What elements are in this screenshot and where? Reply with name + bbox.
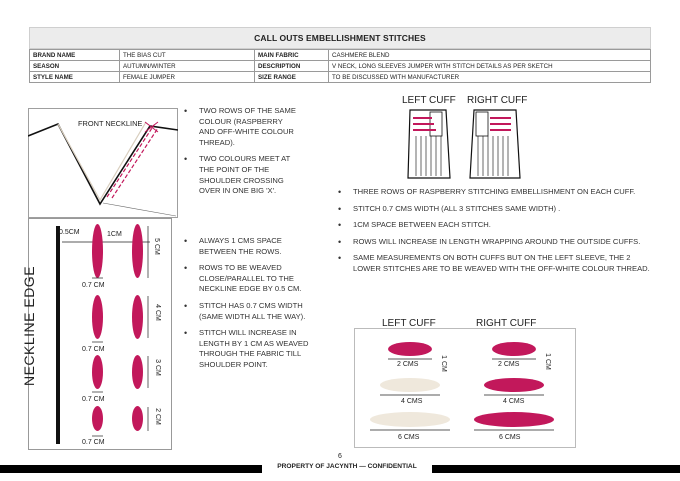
stitch-row3-left <box>92 355 103 389</box>
length-label-5: 5 CM <box>152 238 160 255</box>
list-item: ROWS TO BE WEAVED CLOSE/PARALLEL TO THE … <box>184 263 311 295</box>
stitch-row4-left <box>92 406 103 431</box>
footer-text: PROPERTY OF JACYNTH — CONFIDENTIAL <box>277 463 417 470</box>
main-fabric-key: MAIN FABRIC <box>254 49 329 61</box>
stitch-notes: ALWAYS 1 CMS SPACE BETWEEN THE ROWS. ROW… <box>184 236 311 377</box>
size-range-key: SIZE RANGE <box>254 71 329 83</box>
right-length-3: 6 CMS <box>499 434 521 441</box>
width-label-3: 0.7 CM <box>82 396 105 403</box>
width-label-1: 0.7 CM <box>82 282 105 289</box>
cuff-notes: THREE ROWS OF RASPBERRY STITCHING EMBELL… <box>338 187 653 281</box>
front-neckline-label: FRONT NECKLINE <box>78 119 143 128</box>
list-item: STITCH 0.7 CMS WIDTH (ALL 3 STITCHES SAM… <box>338 204 653 215</box>
left-length-3: 6 CMS <box>398 434 420 441</box>
table-row: SEASON AUTUMN/WINTER DESCRIPTION V NECK,… <box>29 60 651 72</box>
stitch-row1-left <box>92 224 103 278</box>
offset-label: 0.5CM <box>59 229 80 236</box>
stitch-row1-right <box>132 224 143 278</box>
length-label-2: 2 CM <box>153 408 161 425</box>
width-ticks <box>92 277 103 437</box>
length-label-4: 4 CM <box>153 304 161 321</box>
right-cuff-stitch-3 <box>474 412 554 427</box>
length-label-3: 3 CM <box>153 359 161 376</box>
season-key: SEASON <box>29 60 120 72</box>
spec-header: CALL OUTS EMBELLISHMENT STITCHES BRAND N… <box>29 27 651 83</box>
left-cuff-stitch-2 <box>380 378 440 392</box>
right-cuff-stitch-1 <box>492 342 536 356</box>
spec-table: BRAND NAME THE BIAS CUT MAIN FABRIC CASH… <box>29 49 651 83</box>
left-width-label: 1 CM <box>439 355 447 372</box>
stitch-diagram <box>28 218 172 450</box>
stitch-row2-left <box>92 295 103 339</box>
sheet-title: CALL OUTS EMBELLISHMENT STITCHES <box>29 27 651 49</box>
neckline-edge-label: NECKLINE EDGE <box>21 265 37 387</box>
size-range-value: TO BE DISCUSSED WITH MANUFACTURER <box>328 71 651 83</box>
table-row: BRAND NAME THE BIAS CUT MAIN FABRIC CASH… <box>29 49 651 61</box>
season-value: AUTUMN/WINTER <box>119 60 255 72</box>
list-item: STITCH HAS 0.7 CMS WIDTH (SAME WIDTH ALL… <box>184 301 311 322</box>
neckline-edge-line <box>56 226 60 444</box>
right-cuff-stitch-2 <box>484 378 544 392</box>
cuff-sketch-right-label: RIGHT CUFF <box>467 95 528 106</box>
left-length-1: 2 CMS <box>397 361 419 368</box>
page-number: 6 <box>338 453 342 460</box>
left-cuff-stitch-1 <box>388 342 432 356</box>
cuff-sketch <box>407 109 521 179</box>
cuff-dimension-lines <box>370 358 554 431</box>
footer-bar-left <box>0 465 262 473</box>
stitch-row4-right <box>132 406 143 431</box>
length-brackets <box>147 226 149 431</box>
style-name-key: STYLE NAME <box>29 71 120 83</box>
list-item: THREE ROWS OF RASPBERRY STITCHING EMBELL… <box>338 187 653 198</box>
cuff-diagram-right-label: RIGHT CUFF <box>476 318 537 329</box>
right-length-2: 4 CMS <box>503 398 525 405</box>
right-width-label: 1 CM <box>543 353 551 370</box>
list-item: SAME MEASUREMENTS ON BOTH CUFFS BUT ON T… <box>338 253 653 274</box>
brand-name-value: THE BIAS CUT <box>119 49 255 61</box>
main-fabric-value: CASHMERE BLEND <box>328 49 651 61</box>
right-length-1: 2 CMS <box>498 361 520 368</box>
footer-bar-right <box>432 465 680 473</box>
description-value: V NECK, LONG SLEEVES JUMPER WITH STITCH … <box>328 60 651 72</box>
cuff-sketch-left-label: LEFT CUFF <box>402 95 456 106</box>
brand-name-key: BRAND NAME <box>29 49 120 61</box>
list-item: ALWAYS 1 CMS SPACE BETWEEN THE ROWS. <box>184 236 311 257</box>
description-key: DESCRIPTION <box>254 60 329 72</box>
left-cuff-stitch-3 <box>370 412 450 427</box>
list-item: TWO ROWS OF THE SAME COLOUR (RASPBERRY A… <box>184 106 299 148</box>
list-item: ROWS WILL INCREASE IN LENGTH WRAPPING AR… <box>338 237 653 248</box>
gap-label: 1CM <box>107 231 122 238</box>
width-label-2: 0.7 CM <box>82 346 105 353</box>
list-item: 1CM SPACE BETWEEN EACH STITCH. <box>338 220 653 231</box>
stitch-row3-right <box>132 355 143 389</box>
stitch-row2-right <box>132 295 143 339</box>
left-length-2: 4 CMS <box>401 398 423 405</box>
list-item: TWO COLOURS MEET AT THE POINT OF THE SHO… <box>184 154 299 196</box>
cuff-diagram-left-label: LEFT CUFF <box>382 318 436 329</box>
table-row: STYLE NAME FEMALE JUMPER SIZE RANGE TO B… <box>29 71 651 83</box>
neckline-notes: TWO ROWS OF THE SAME COLOUR (RASPBERRY A… <box>184 106 299 203</box>
neckline-sketch <box>28 108 178 218</box>
list-item: STITCH WILL INCREASE IN LENGTH BY 1 CM A… <box>184 328 311 370</box>
width-label-4: 0.7 CM <box>82 439 105 446</box>
style-name-value: FEMALE JUMPER <box>119 71 255 83</box>
cuff-diagram <box>354 328 576 448</box>
